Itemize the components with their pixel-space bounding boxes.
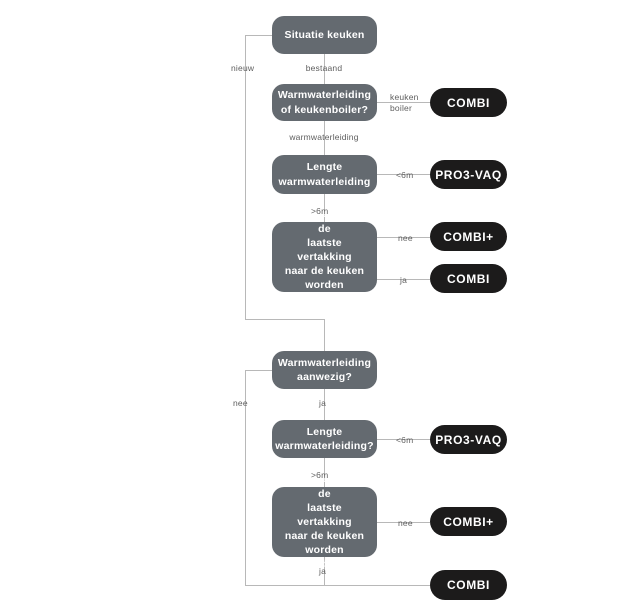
edge-label-ja-3: ja: [319, 566, 327, 576]
edge-lengte2-to-afgedopt2: [324, 458, 325, 487]
edge-label-keuken-boiler: keuken boiler: [390, 92, 419, 113]
node-warmwaterleiding-of-keukenboiler[interactable]: Warmwaterleiding of keukenboiler?: [272, 84, 377, 121]
node-warmwaterleiding-of-keukenboiler-label: Warmwaterleiding of keukenboiler?: [277, 89, 372, 116]
edge-label-ja-1: ja: [400, 275, 408, 285]
node-afgedopt-2-label: Kan deze vlak na de laatste vertakking n…: [280, 473, 369, 571]
outcome-pro3vaq-2[interactable]: PRO3-VAQ: [430, 425, 507, 454]
edge-label-nee-1: nee: [398, 233, 413, 243]
edge-situatie-to-nieuw-horizontal: [245, 35, 273, 36]
outcome-pro3vaq-1-label: PRO3-VAQ: [435, 167, 502, 182]
outcome-combi-1-label: COMBI: [447, 95, 490, 110]
outcome-combi-3-label: COMBI: [447, 578, 490, 592]
edge-nee-vertical-bottom: [245, 370, 246, 585]
edge-nieuw-vertical: [245, 35, 246, 320]
outcome-combiplus-1[interactable]: COMBI+: [430, 222, 507, 251]
node-lengte-warmwaterleiding-1[interactable]: Lengte warmwaterleiding: [272, 155, 377, 194]
outcome-combiplus-2[interactable]: COMBI+: [430, 507, 507, 536]
node-lengte-warmwaterleiding-1-label: Lengte warmwaterleiding: [278, 161, 371, 188]
edge-label-nee-2: nee: [233, 398, 248, 408]
edge-label-nee-3: nee: [398, 518, 413, 528]
node-afgedopt-1[interactable]: Kan deze vlak na de laatste vertakking n…: [272, 208, 377, 305]
edge-label-gt6m-1: >6m: [311, 206, 329, 216]
outcome-pro3vaq-1[interactable]: PRO3-VAQ: [430, 160, 507, 189]
outcome-combiplus-1-label: COMBI+: [443, 229, 494, 244]
edge-lengte1-to-afgedopt1: [324, 194, 325, 222]
edge-label-bestaand: bestaand: [305, 63, 343, 73]
edge-label-gt6m-2: >6m: [311, 470, 329, 480]
outcome-pro3vaq-2-label: PRO3-VAQ: [435, 432, 502, 447]
edge-afgedopt2-to-combiplus: [377, 522, 430, 523]
node-warmwaterleiding-aanwezig[interactable]: Warmwaterleiding aanwezig?: [272, 351, 377, 389]
outcome-combiplus-2-label: COMBI+: [443, 514, 494, 529]
outcome-combi-3[interactable]: COMBI: [430, 570, 507, 600]
edge-lengte1-to-pro3vaq: [377, 174, 430, 175]
edge-situatie-to-warm-of-boiler: [324, 54, 325, 84]
edge-warm-of-boiler-to-lengte1: [324, 121, 325, 155]
edge-afgedopt1-to-combi: [377, 279, 430, 280]
node-lengte-warmwaterleiding-2-label: Lengte warmwaterleiding?: [275, 425, 374, 452]
node-afgedopt-1-label: Kan deze vlak na de laatste vertakking n…: [280, 208, 369, 306]
edge-warm-of-boiler-to-combi: [377, 102, 430, 103]
edge-nieuw-drop-to-aanwezig: [324, 319, 325, 352]
edge-nee-to-combi-bottom: [245, 585, 430, 586]
outcome-combi-2-label: COMBI: [447, 271, 490, 286]
edge-lengte2-to-pro3vaq: [377, 439, 430, 440]
edge-label-lt6m-2: <6m: [396, 435, 414, 445]
edge-label-warmwaterleiding: warmwaterleiding: [289, 132, 359, 142]
node-afgedopt-2[interactable]: Kan deze vlak na de laatste vertakking n…: [272, 473, 377, 570]
edge-label-nieuw: nieuw: [231, 63, 255, 73]
node-situatie-keuken-label: Situatie keuken: [284, 28, 365, 41]
edge-nieuw-to-lower-horizontal: [245, 319, 325, 320]
node-lengte-warmwaterleiding-2[interactable]: Lengte warmwaterleiding?: [272, 420, 377, 458]
edge-aanwezig-to-nee-horizontal: [245, 370, 273, 371]
edge-afgedopt2-to-combi-bottom: [324, 557, 325, 585]
edge-afgedopt1-to-combiplus: [377, 237, 430, 238]
edge-aanwezig-to-lengte2: [324, 389, 325, 420]
edge-label-lt6m-1: <6m: [396, 170, 414, 180]
node-situatie-keuken[interactable]: Situatie keuken: [272, 16, 377, 54]
outcome-combi-2[interactable]: COMBI: [430, 264, 507, 293]
node-warmwaterleiding-aanwezig-label: Warmwaterleiding aanwezig?: [277, 356, 372, 383]
edge-label-ja-2: ja: [319, 398, 327, 408]
outcome-combi-1[interactable]: COMBI: [430, 88, 507, 117]
